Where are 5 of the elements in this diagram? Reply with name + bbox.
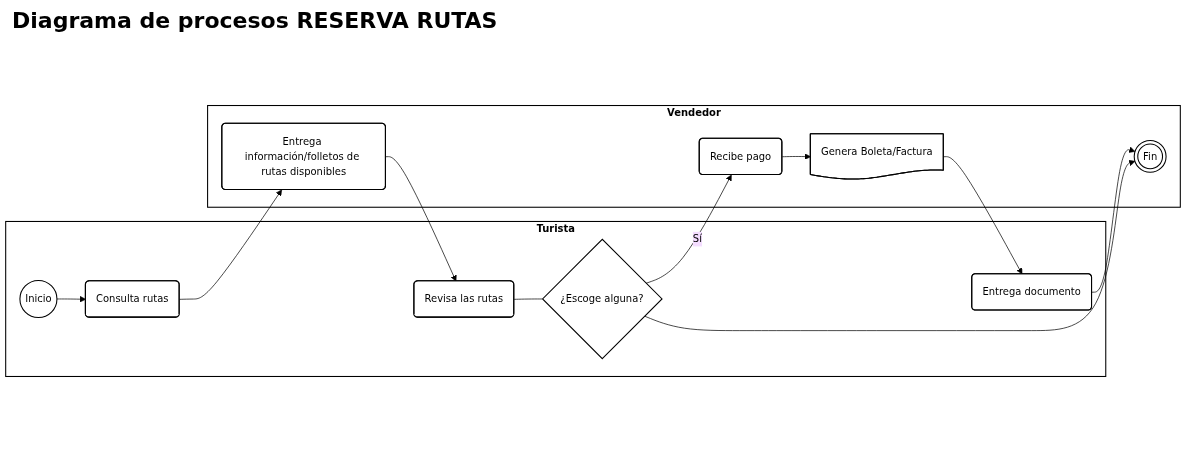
- connector: [513, 298, 543, 300]
- node-circle: Inicio: [19, 279, 58, 319]
- diagram-title: Diagrama de procesos RESERVA RUTAS: [11, 7, 499, 35]
- edge-label: Sí: [692, 233, 702, 245]
- node-diamond: ¿Escoge alguna?: [541, 238, 663, 360]
